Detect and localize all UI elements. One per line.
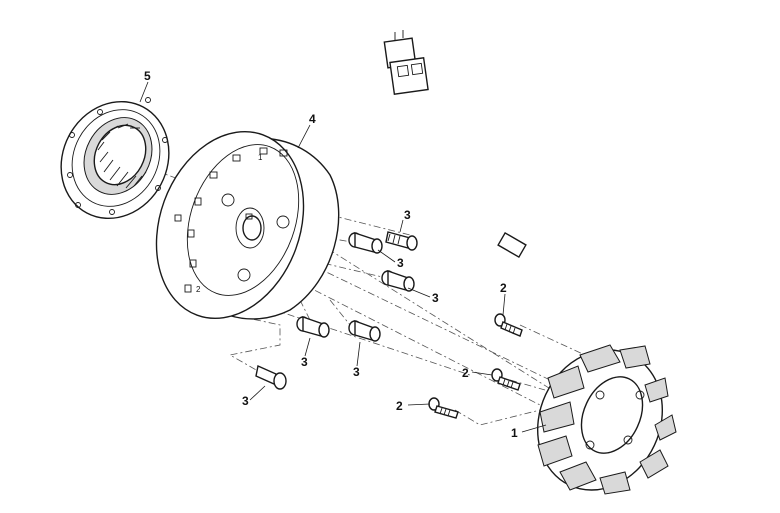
callout-bolt-b: 2 (462, 366, 469, 380)
bolt-c (428, 397, 459, 419)
callout-bearing: 5 (144, 69, 151, 83)
bearing-ring (60, 97, 170, 220)
leader-lines (139, 81, 547, 433)
bolt-b (491, 368, 521, 391)
screw-e (348, 319, 381, 342)
screw-b (348, 232, 383, 254)
screw-a (385, 231, 418, 251)
callout-screw-a: 3 (404, 208, 411, 222)
rotor-mark-side: 2 (196, 285, 201, 294)
callout-screw-b: 3 (397, 256, 404, 270)
callout-screw-c: 3 (432, 291, 439, 305)
rotor-mark-top: 1 (258, 153, 263, 162)
callout-flywheel: 4 (309, 112, 316, 126)
screw-f (255, 365, 287, 390)
callout-screw-e: 3 (353, 365, 360, 379)
wire-harness (383, 30, 698, 384)
callout-screw-d: 3 (301, 355, 308, 369)
stator-coil (536, 344, 677, 495)
flywheel-rotor: 1 2 (155, 130, 340, 320)
callout-screw-f: 3 (242, 394, 249, 408)
assembly-axis-lines (99, 149, 586, 426)
callout-bolt-c: 2 (396, 399, 403, 413)
screw-d (296, 316, 330, 338)
bolt-a (494, 313, 523, 337)
callout-stator: 1 (511, 426, 518, 440)
callout-bolt-a: 2 (500, 281, 507, 295)
screw-c (381, 270, 415, 292)
callout-labels: 5 4 3 3 3 3 3 3 2 2 2 1 (144, 69, 518, 440)
